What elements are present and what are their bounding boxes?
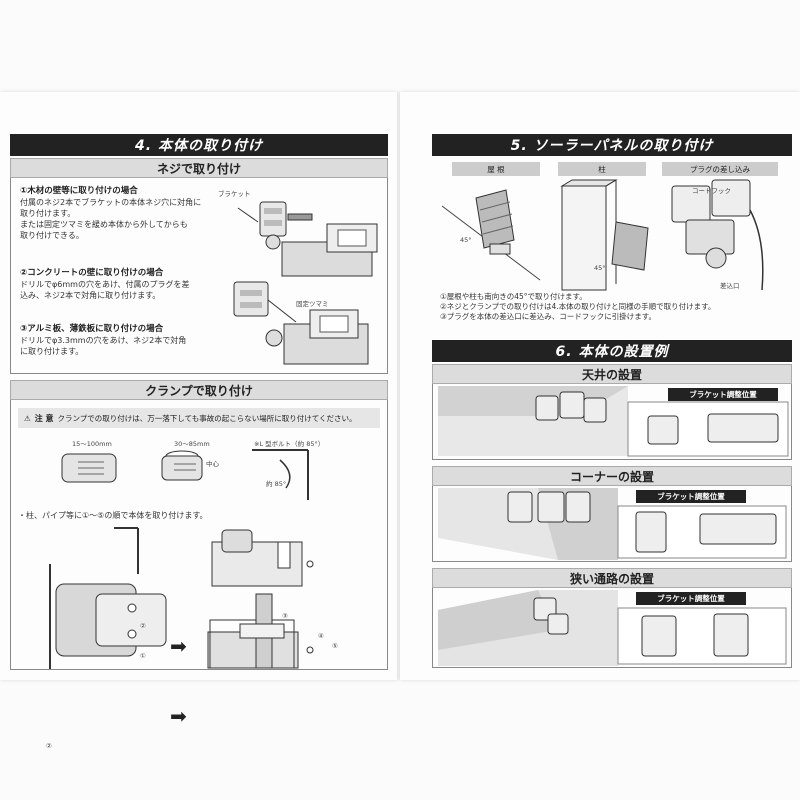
pillar-angle-label: 45° <box>594 264 606 272</box>
item1-line: 取り付けできる。 <box>20 231 84 240</box>
corner-bracket-label: ブラケット調整位置 <box>636 490 746 503</box>
step-number: ⑤ <box>332 642 338 650</box>
step-number: ① <box>140 652 146 660</box>
step-number: ③ <box>282 612 288 620</box>
item1: ①木材の壁等に取り付けの場合 付属のネジ2本でブラケットの本体ネジ穴に対角に 取… <box>20 186 201 241</box>
item3-title: ③アルミ板、薄鉄板に取り付けの場合 <box>20 324 164 334</box>
item1-title: ①木材の壁等に取り付けの場合 <box>20 186 138 196</box>
solar-notes: ①屋根や柱も南向きの45°で取り付けます。 ②ネジとクランプでの取り付けは4.本… <box>440 292 715 322</box>
cord-hook-label: コードフック <box>692 187 731 195</box>
dim-label-2: 30～85mm <box>174 440 210 448</box>
wall-mount-illustration <box>237 201 378 277</box>
item2-line: 込み、ネジ2本で対角に取り付けます。 <box>20 291 161 300</box>
l-bolt-label: ※L 型ボルト（約 85°） <box>254 440 325 448</box>
arrow-right-icon: ➡ <box>170 704 187 728</box>
arrow-right-icon: ➡ <box>170 634 187 658</box>
page-fold <box>397 92 401 680</box>
item3: ③アルミ板、薄鉄板に取り付けの場合 ドリルでφ3.3mmの穴をあけ、ネジ2本で対… <box>20 324 186 357</box>
item1-line: 付属のネジ2本でブラケットの本体ネジ穴に対角に <box>20 198 202 207</box>
dim-label-1: 15～100mm <box>72 440 112 448</box>
section5-title: 5. ソーラーパネルの取り付け <box>432 134 792 156</box>
solar-note: ①屋根や柱も南向きの45°で取り付けます。 <box>440 292 587 301</box>
corner-illustration <box>438 488 787 560</box>
notice-text: クランプでの取り付けは、万一落下しても事故の起こらない場所に取り付けてください。 <box>57 413 357 423</box>
warning-icon: ⚠ <box>24 413 31 423</box>
item2-line: ドリルでφ6mmの穴をあけ、付属のプラグを差 <box>20 280 190 289</box>
item1-line: または固定ツマミを緩め本体から外してからも <box>20 220 188 229</box>
step-number: ② <box>140 622 146 630</box>
ceiling-illustration <box>438 386 789 457</box>
solar-panel-illustrations <box>441 179 764 291</box>
item3-line: に取り付けます。 <box>20 347 84 356</box>
caution-notice: ⚠ 注 意 クランプでの取り付けは、万一落下しても事故の起こらない場所に取り付け… <box>18 408 380 428</box>
item1-line: 取り付けます。 <box>20 209 76 218</box>
clamp-mount-header: クランプで取り付け <box>10 380 388 400</box>
narrow-bracket-label: ブラケット調整位置 <box>636 592 746 605</box>
fixing-knob-label: 固定ツマミ <box>296 300 329 308</box>
item2: ②コンクリートの壁に取り付けの場合 ドリルでφ6mmの穴をあけ、付属のプラグを差… <box>20 268 190 301</box>
notice-label: 注 意 <box>34 413 54 423</box>
step-number: ④ <box>318 632 324 640</box>
angle-label: 約 85° <box>266 480 287 488</box>
center-label: 中心 <box>206 460 219 468</box>
socket-label: 差込口 <box>720 282 740 290</box>
narrow-passage-illustration <box>438 590 787 666</box>
item2-title: ②コンクリートの壁に取り付けの場合 <box>20 268 164 278</box>
item3-line: ドリルでφ3.3mmの穴をあけ、ネジ2本で対角 <box>20 336 187 345</box>
section4-title: 4. 本体の取り付け <box>10 134 388 156</box>
column-roof: 屋 根 <box>452 162 540 176</box>
bracket-label: ブラケット <box>218 190 251 198</box>
screw-mount-header: ネジで取り付け <box>10 158 388 178</box>
column-plug: プラグの差し込み <box>662 162 778 176</box>
narrow-passage-title: 狭い通路の設置 <box>432 568 792 588</box>
section6-title: 6. 本体の設置例 <box>432 340 792 362</box>
clamp-instruction: ・柱、パイプ等に①～⑤の順で本体を取り付けます。 <box>18 511 208 520</box>
ceiling-title: 天井の設置 <box>432 364 792 384</box>
concrete-mount-illustration <box>233 281 369 365</box>
corner-title: コーナーの設置 <box>432 466 792 486</box>
right-page: 5. ソーラーパネルの取り付け 屋 根 柱 プラグの差し込み コードフック 差込… <box>400 92 800 680</box>
column-pillar: 柱 <box>558 162 646 176</box>
solar-note: ③プラグを本体の差込口に差込み、コードフックに引掛けます。 <box>440 312 656 321</box>
ceiling-bracket-label: ブラケット調整位置 <box>668 388 778 401</box>
step-number: ② <box>46 742 52 750</box>
roof-angle-label: 45° <box>460 236 472 244</box>
solar-note: ②ネジとクランプでの取り付けは4.本体の取り付けと同様の手順で取り付けます。 <box>440 302 716 311</box>
left-page: 4. 本体の取り付け ネジで取り付け ①木材の壁等に取り付けの場合 付属のネジ2… <box>0 92 398 750</box>
clamp-diagram <box>61 449 309 500</box>
clamp-steps-illustration <box>49 527 314 669</box>
